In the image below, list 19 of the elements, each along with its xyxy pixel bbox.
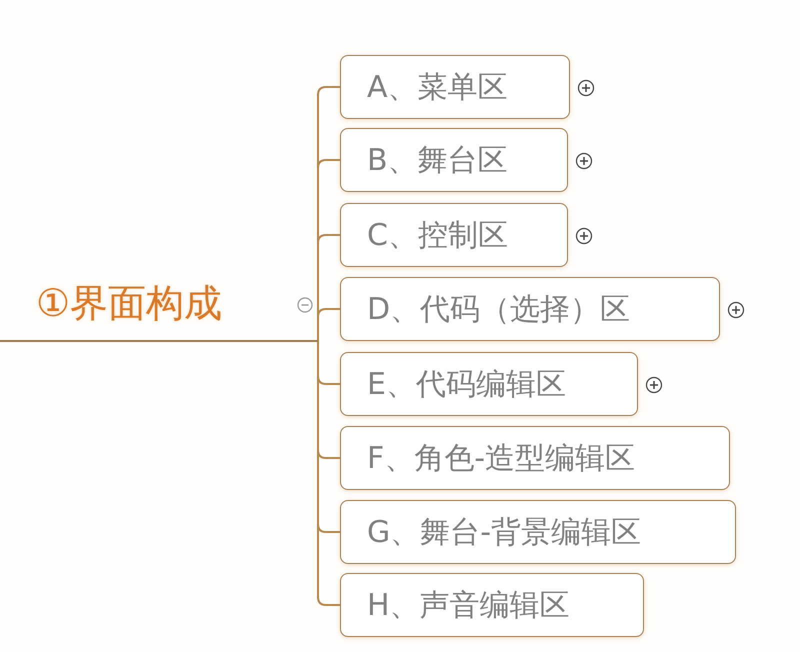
topic-label: G、舞台-背景编辑区: [367, 514, 642, 552]
topic-label: B、舞台区: [367, 142, 508, 180]
topic-box: [340, 203, 568, 267]
topic-label: H、声音编辑区: [367, 586, 570, 624]
topic-box: [340, 573, 644, 637]
topic-label: E、代码编辑区: [367, 366, 566, 404]
branch-line: [317, 342, 340, 606]
branch-line: [317, 308, 340, 342]
topic-box: [340, 128, 568, 192]
topic-title: ①界面构成: [36, 280, 222, 327]
topic-box: [340, 500, 736, 564]
topic-box: [340, 55, 570, 119]
topic-box: [340, 426, 730, 490]
topic-box: [340, 352, 638, 416]
topic-box: [340, 277, 720, 341]
topic-label: A、菜单区: [367, 68, 508, 106]
topic-label: F、角色-造型编辑区: [367, 440, 636, 478]
topic-label: D、代码（选择）区: [367, 290, 630, 328]
topic-label: C、控制区: [367, 216, 508, 254]
